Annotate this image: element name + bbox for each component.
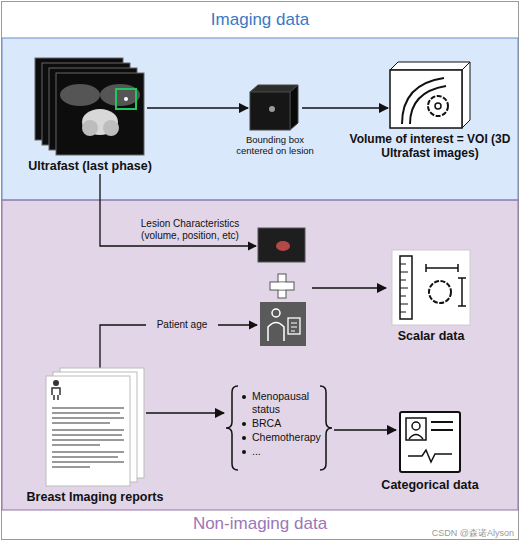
non-imaging-band: Non-imaging data Scalar dataBreast Imagin… — [2, 200, 518, 538]
mri-slice — [56, 73, 144, 155]
band-title: Imaging data — [2, 2, 518, 38]
card-lines — [431, 422, 453, 430]
breast-contour — [402, 78, 444, 124]
heart-shape — [103, 120, 119, 136]
ruler-icon — [400, 256, 412, 319]
portrait-icon — [412, 422, 420, 430]
pulse-line — [408, 450, 452, 462]
portrait-frame — [406, 418, 426, 440]
heart-shape — [82, 120, 98, 136]
leader-line — [100, 174, 256, 246]
flow-arrow — [312, 287, 386, 289]
image-node: Bounding box centered on lesion — [250, 85, 300, 130]
scalar-icon — [392, 250, 470, 325]
icon-caption: Categorical data — [365, 478, 495, 492]
brace — [226, 386, 238, 470]
image-node: Volume of interest = VOI (3D Ultrafast i… — [390, 62, 470, 128]
dimension-line — [458, 278, 466, 306]
dimension-line — [426, 264, 458, 272]
band-border — [2, 38, 518, 200]
image-node: Ultrafast (last phase) — [35, 58, 145, 155]
mri-slice — [49, 68, 137, 150]
band-border — [2, 200, 518, 510]
image-node: Breast Imaging reports — [46, 368, 144, 486]
ruler-ticks — [400, 264, 408, 312]
mri-slice — [35, 58, 123, 140]
lesion-box — [116, 89, 136, 109]
report-text-lines — [52, 408, 124, 467]
mri-slice — [42, 63, 130, 145]
patient-icon — [272, 309, 280, 317]
report-person-icon — [52, 388, 60, 400]
icon-node: Scalar data — [392, 250, 470, 325]
flow-arrow — [334, 429, 396, 431]
categorical-icon — [400, 412, 460, 472]
brace — [320, 386, 332, 470]
report-page — [60, 368, 144, 478]
patient-icon — [268, 323, 284, 342]
list-item: ... — [242, 445, 320, 458]
report-page — [53, 372, 137, 482]
plus-symbol — [278, 274, 286, 298]
heart-shape — [82, 109, 118, 135]
lesion-icon — [435, 103, 441, 109]
lesion-icon — [428, 96, 448, 116]
lesion-thumbnail — [258, 228, 305, 262]
flow-arrow — [302, 107, 388, 109]
breast-contour — [410, 86, 446, 124]
clipboard-icon — [291, 323, 297, 331]
lesion-icon — [429, 281, 451, 303]
lesion-dot — [124, 97, 128, 101]
report-page — [46, 376, 130, 486]
breast-tissue — [60, 84, 100, 106]
patient-icon — [260, 302, 306, 346]
list-item: Menopausal status — [242, 390, 320, 416]
cube-face — [250, 85, 298, 92]
cube-face — [290, 85, 298, 130]
lesion-mask — [276, 241, 290, 251]
bracket-list: Menopausal statusBRCAChemotherapy... — [226, 384, 332, 476]
leader-line — [100, 325, 257, 368]
plus-symbol — [279, 283, 286, 290]
voi-box-face — [390, 62, 470, 70]
flow-arrow — [146, 412, 224, 414]
list-item: BRCA — [242, 417, 320, 430]
band-title: Non-imaging data — [2, 510, 518, 538]
voi-box-face — [462, 62, 470, 128]
image-caption: Ultrafast (last phase) — [10, 159, 170, 173]
breast-tissue — [100, 84, 140, 106]
cube-face — [250, 92, 290, 130]
icon-caption: Scalar data — [371, 329, 491, 343]
list-item: Chemotherapy — [242, 431, 320, 444]
plus-symbol — [270, 282, 294, 290]
image-caption: Volume of interest = VOI (3D Ultrafast i… — [345, 132, 515, 160]
imaging-band: Imaging dataUltrafast (last phase) Boundi… — [2, 2, 518, 200]
voi-box-face — [390, 70, 462, 128]
report-person-icon — [53, 380, 59, 386]
clipboard-icon — [288, 318, 300, 334]
flow-arrow — [147, 107, 248, 109]
icon-node: Categorical data — [398, 410, 462, 474]
image-caption: Bounding box centered on lesion — [233, 134, 317, 156]
lesion-dot — [269, 106, 275, 112]
portrait-icon — [409, 435, 423, 440]
image-caption: Breast Imaging reports — [10, 490, 180, 504]
